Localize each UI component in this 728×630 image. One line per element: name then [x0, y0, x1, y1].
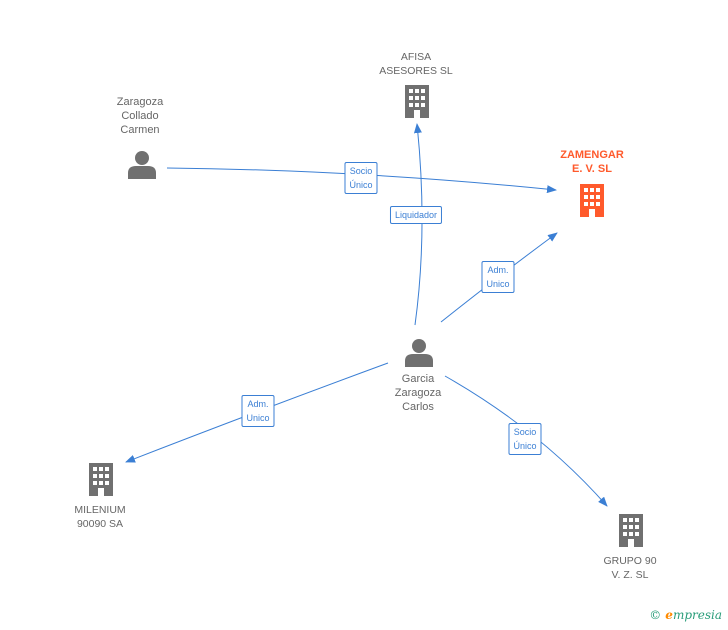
brand-initial: e: [665, 608, 673, 622]
edge-label-line: Unico: [246, 413, 270, 423]
edge-label-adm-unico[interactable]: Adm. Unico: [241, 395, 275, 427]
node-label-line: Garcia: [401, 373, 435, 385]
node-label-line: ZAMENGAR: [560, 149, 624, 161]
brand-name: mpresia: [672, 608, 722, 622]
building-icon[interactable]: [403, 84, 431, 120]
edge-label-line: Adm.: [247, 399, 269, 409]
edge-label-line: Liquidador: [394, 210, 438, 220]
node-label-zamengar: ZAMENGAR E. V. SL: [560, 148, 624, 176]
edge-label-liquidador[interactable]: Liquidador: [389, 206, 443, 224]
edge-label-line: Socio: [513, 427, 537, 437]
building-icon-focus[interactable]: [578, 183, 606, 219]
building-icon[interactable]: [617, 513, 645, 549]
edge-label-line: Socio: [349, 166, 373, 176]
node-label-line: Zaragoza: [116, 96, 164, 108]
person-icon[interactable]: [127, 149, 157, 179]
node-label-milenium: MILENIUM 90090 SA: [74, 503, 125, 531]
node-label-grupo90: GRUPO 90 V. Z. SL: [603, 554, 656, 582]
edge-label-line: Único: [513, 441, 537, 451]
node-label-zaragoza-collado: Zaragoza Collado Carmen: [117, 95, 163, 137]
edge-label-socio-unico[interactable]: Socio Único: [344, 162, 378, 194]
node-label-line: MILENIUM: [74, 504, 126, 516]
edge-label-line: Unico: [486, 279, 510, 289]
node-label-line: Zaragoza: [394, 387, 442, 399]
person-icon[interactable]: [404, 337, 434, 367]
building-icon[interactable]: [87, 462, 115, 498]
edge-label-socio-unico[interactable]: Socio Único: [508, 423, 542, 455]
empresia-watermark: ©empresia: [649, 608, 722, 622]
edge-label-line: Adm.: [487, 265, 509, 275]
node-label-line: Carmen: [120, 124, 160, 136]
node-label-garcia-zaragoza: Garcia Zaragoza Carlos: [395, 372, 441, 414]
edge-label-line: Único: [349, 180, 373, 190]
node-label-line: Carlos: [402, 401, 434, 413]
node-label-line: 90090 SA: [76, 518, 124, 530]
copyright-symbol: ©: [649, 608, 662, 622]
node-label-line: ASESORES SL: [379, 65, 453, 77]
node-label-line: V. Z. SL: [611, 569, 649, 581]
edge-label-adm-unico[interactable]: Adm. Unico: [481, 261, 515, 293]
node-label-line: Collado: [121, 110, 159, 122]
node-label-line: E. V. SL: [572, 163, 612, 175]
edge-garcia-to-afisa: [413, 123, 423, 326]
node-label-line: GRUPO 90: [603, 555, 657, 567]
node-label-line: AFISA: [400, 51, 432, 63]
node-label-afisa: AFISA ASESORES SL: [379, 50, 453, 78]
